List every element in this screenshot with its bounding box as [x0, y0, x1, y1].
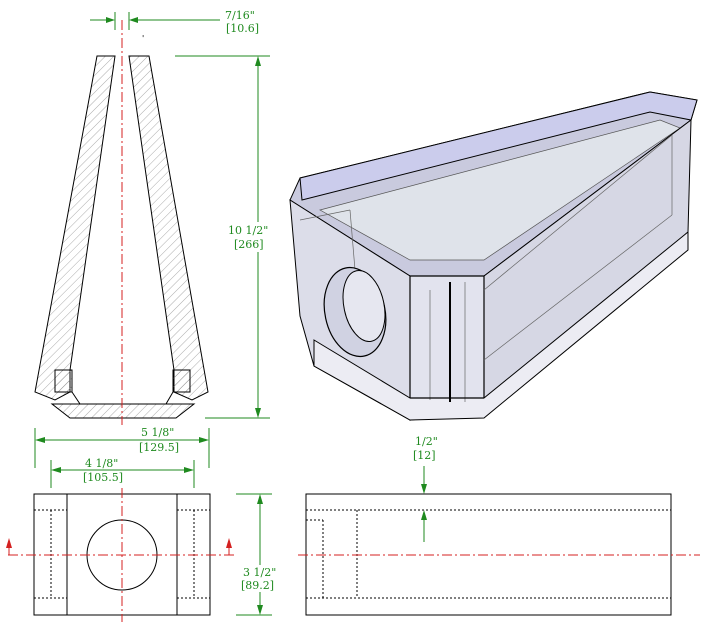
left-inner-block: [54, 369, 73, 393]
depth-imperial: 3 1/2": [243, 566, 276, 579]
depth-dimension: 3 1/2" [89.2]: [236, 493, 276, 616]
outer-width-metric: [129.5]: [139, 441, 179, 454]
wall-thickness-metric: [10.6]: [226, 22, 259, 35]
side-view: [298, 493, 700, 616]
bottom-plate-section: [50, 403, 196, 419]
depth-metric: [89.2]: [241, 579, 274, 592]
outer-width-dimension: 5 1/8" [129.5]: [34, 426, 210, 468]
height-metric: [266]: [234, 238, 264, 251]
inner-width-imperial: 4 1/8": [85, 457, 118, 470]
right-inner-block: [172, 369, 191, 393]
inner-width-metric: [105.5]: [83, 471, 123, 484]
svg-text:': ': [142, 34, 144, 43]
outer-width-imperial: 5 1/8": [141, 426, 174, 439]
wall-thickness-imperial: 7/16": [225, 9, 255, 22]
side-offset-imperial: 1/2": [415, 435, 438, 448]
wall-thickness-dimension: 7/16" [10.6] ': [90, 9, 259, 43]
height-imperial: 10 1/2": [228, 224, 268, 237]
right-wall-section: [128, 55, 209, 401]
height-dimension: 10 1/2" [266]: [175, 55, 270, 419]
end-view: [6, 488, 234, 622]
inner-width-dimension: 4 1/8" [105.5]: [50, 457, 195, 488]
side-offset-dimension: 1/2" [12]: [413, 435, 438, 542]
front-section-view: [34, 20, 209, 425]
left-wall-section: [34, 55, 116, 401]
isometric-render: [289, 91, 698, 421]
side-offset-metric: [12]: [413, 449, 436, 462]
